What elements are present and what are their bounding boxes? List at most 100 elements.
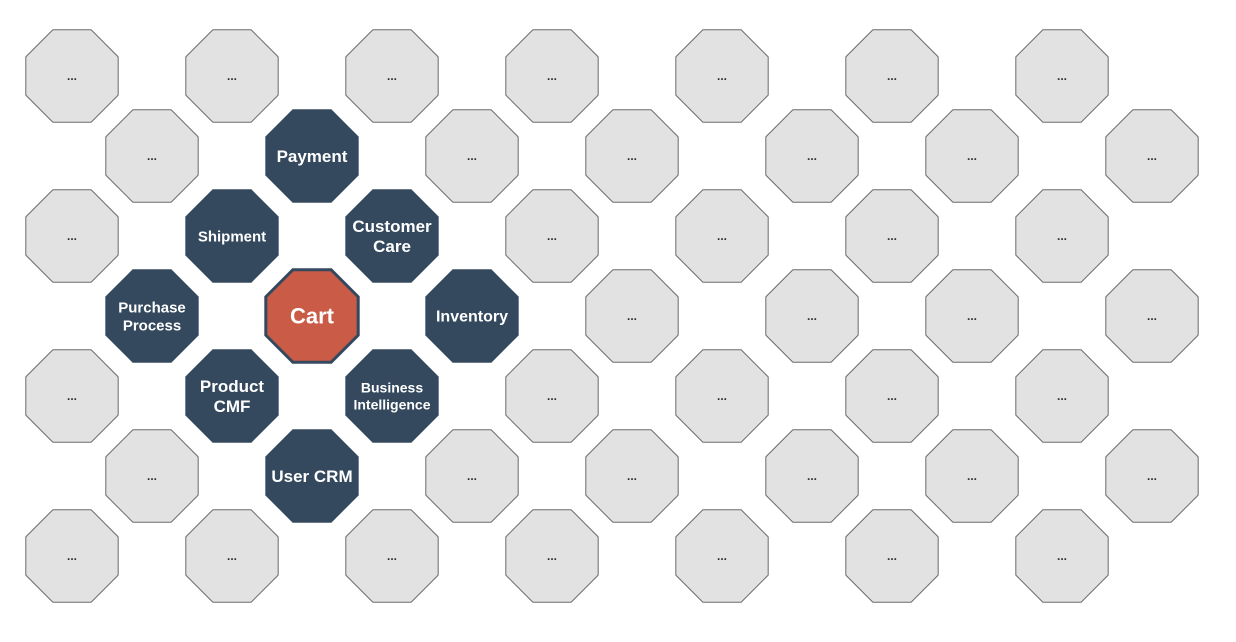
placeholder-octagon: [925, 269, 1019, 363]
service-node-shipment: Shipment: [185, 189, 279, 283]
placeholder-octagon: [845, 509, 939, 603]
placeholder-node: ...: [925, 269, 1019, 363]
placeholder-node: ...: [845, 29, 939, 123]
placeholder-label: ...: [1057, 389, 1067, 403]
service-node-inventory: Inventory: [425, 269, 519, 363]
placeholder-node: ...: [25, 29, 119, 123]
placeholder-label: ...: [1147, 149, 1157, 163]
center-label: Cart: [290, 304, 335, 329]
placeholder-label: ...: [807, 309, 817, 323]
placeholder-label: ...: [627, 309, 637, 323]
placeholder-node: ...: [925, 429, 1019, 523]
placeholder-node: ...: [345, 29, 439, 123]
placeholder-node: ...: [505, 29, 599, 123]
placeholder-node: ...: [845, 509, 939, 603]
placeholder-node: ...: [585, 429, 679, 523]
placeholder-node: ...: [845, 349, 939, 443]
placeholder-octagon: [1015, 29, 1109, 123]
placeholder-node: ...: [105, 109, 199, 203]
placeholder-label: ...: [717, 69, 727, 83]
placeholder-octagon: [675, 29, 769, 123]
placeholder-label: ...: [387, 69, 397, 83]
placeholder-label: ...: [1147, 309, 1157, 323]
placeholder-node: ...: [505, 189, 599, 283]
placeholder-node: ...: [765, 269, 859, 363]
placeholder-node: ...: [675, 189, 769, 283]
placeholder-octagon: [925, 429, 1019, 523]
placeholder-node: ...: [185, 509, 279, 603]
service-node-payment: Payment: [265, 109, 359, 203]
placeholder-label: ...: [627, 149, 637, 163]
placeholder-octagon: [105, 109, 199, 203]
placeholder-node: ...: [1105, 429, 1199, 523]
placeholder-node: ...: [585, 109, 679, 203]
octagon-grid: ........................................…: [25, 29, 1199, 603]
service-label-payment: Payment: [277, 147, 348, 166]
placeholder-octagon: [765, 269, 859, 363]
placeholder-label: ...: [887, 389, 897, 403]
placeholder-node: ...: [675, 509, 769, 603]
placeholder-label: ...: [807, 149, 817, 163]
placeholder-label: ...: [967, 149, 977, 163]
placeholder-octagon: [845, 29, 939, 123]
placeholder-label: ...: [717, 549, 727, 563]
placeholder-octagon: [845, 189, 939, 283]
placeholder-label: ...: [547, 69, 557, 83]
placeholder-node: ...: [425, 429, 519, 523]
placeholder-label: ...: [547, 229, 557, 243]
center-octagon: [264, 268, 360, 364]
placeholder-label: ...: [1057, 69, 1067, 83]
placeholder-label: ...: [717, 229, 727, 243]
placeholder-octagon: [425, 429, 519, 523]
placeholder-node: ...: [425, 109, 519, 203]
placeholder-octagon: [675, 349, 769, 443]
placeholder-label: ...: [967, 469, 977, 483]
placeholder-node: ...: [1015, 509, 1109, 603]
placeholder-octagon: [1015, 349, 1109, 443]
placeholder-label: ...: [547, 549, 557, 563]
service-label-shipment: Shipment: [198, 228, 266, 245]
placeholder-label: ...: [1147, 469, 1157, 483]
placeholder-label: ...: [147, 469, 157, 483]
placeholder-label: ...: [1057, 229, 1067, 243]
placeholder-node: ...: [925, 109, 1019, 203]
placeholder-node: ...: [185, 29, 279, 123]
placeholder-label: ...: [887, 229, 897, 243]
placeholder-label: ...: [387, 549, 397, 563]
service-octagon-payment: [265, 109, 359, 203]
placeholder-node: ...: [845, 189, 939, 283]
placeholder-octagon: [675, 509, 769, 603]
placeholder-octagon: [185, 509, 279, 603]
placeholder-octagon: [1105, 429, 1199, 523]
placeholder-node: ...: [585, 269, 679, 363]
placeholder-octagon: [25, 349, 119, 443]
placeholder-label: ...: [227, 549, 237, 563]
placeholder-node: ...: [765, 109, 859, 203]
placeholder-octagon: [505, 29, 599, 123]
placeholder-octagon: [765, 109, 859, 203]
placeholder-node: ...: [675, 29, 769, 123]
placeholder-label: ...: [467, 149, 477, 163]
placeholder-octagon: [925, 109, 1019, 203]
service-octagon-customer-care: [345, 189, 439, 283]
placeholder-label: ...: [67, 389, 77, 403]
placeholder-octagon: [845, 349, 939, 443]
service-octagon-business-intelligence: [345, 349, 439, 443]
placeholder-node: ...: [25, 189, 119, 283]
service-octagon-shipment: [185, 189, 279, 283]
placeholder-node: ...: [765, 429, 859, 523]
placeholder-label: ...: [67, 69, 77, 83]
placeholder-octagon: [585, 109, 679, 203]
placeholder-octagon: [345, 509, 439, 603]
placeholder-node: ...: [1105, 109, 1199, 203]
placeholder-node: ...: [25, 509, 119, 603]
placeholder-node: ...: [675, 349, 769, 443]
placeholder-node: ...: [1015, 349, 1109, 443]
placeholder-node: ...: [105, 429, 199, 523]
